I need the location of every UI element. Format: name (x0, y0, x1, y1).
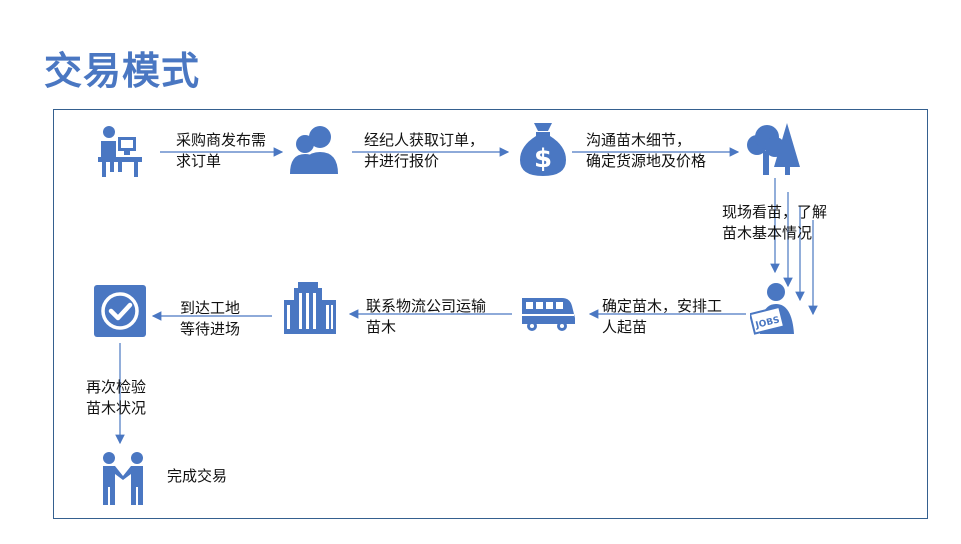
step-label-publish-order: 采购商发布需 求订单 (176, 131, 267, 170)
step-label-site-inspection: 现场看苗，了解 苗木基本情况 (722, 203, 828, 242)
page-title: 交易模式 (44, 49, 201, 93)
jobs-worker-icon: JOBS (750, 283, 794, 335)
desk-worker-icon (98, 126, 142, 177)
checkmark-icon (94, 285, 146, 337)
handshake-icon (103, 452, 143, 505)
step-label-complete: 完成交易 (167, 467, 228, 485)
svg-text:$: $ (534, 144, 552, 174)
trees-icon (747, 123, 800, 175)
step-label-confirm-trees: 确定苗木，安排工 人起苗 (602, 297, 723, 336)
money-bag-icon: $ (520, 123, 566, 176)
building-icon (284, 282, 336, 334)
truck-icon (522, 298, 575, 331)
step-label-communicate: 沟通苗木细节， 确定货源地及价格 (586, 131, 707, 170)
step-label-get-order: 经纪人获取订单， 并进行报价 (364, 131, 485, 170)
step-label-logistics: 联系物流公司运输 苗木 (366, 297, 487, 336)
diagram-frame (53, 109, 928, 519)
people-group-icon (290, 126, 338, 174)
step-label-arrive-site: 到达工地 等待进场 (180, 299, 241, 338)
step-label-reinspect: 再次检验 苗木状况 (86, 378, 147, 417)
